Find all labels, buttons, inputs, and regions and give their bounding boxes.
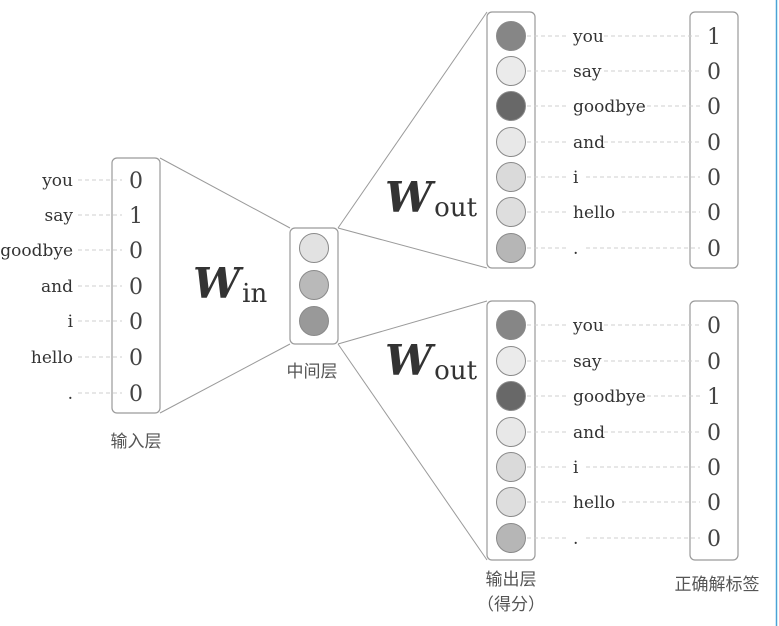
output-neuron xyxy=(496,21,526,51)
label-bottom-box xyxy=(689,300,739,561)
input-value: 0 xyxy=(129,169,143,194)
correct-label-value: 0 xyxy=(707,95,721,120)
output-word: say xyxy=(573,352,602,372)
connection-line xyxy=(337,11,488,229)
output-neuron xyxy=(496,452,526,482)
correct-label-value: 0 xyxy=(707,201,721,226)
input-layer-caption: 输入层 xyxy=(111,432,162,452)
input-word: you xyxy=(41,171,73,191)
output-word: hello xyxy=(573,203,615,223)
output-neuron xyxy=(496,56,526,86)
connection-line xyxy=(337,300,488,345)
hidden-neuron xyxy=(299,270,329,300)
label-top-box xyxy=(689,11,739,269)
input-word: i xyxy=(68,312,74,332)
output-neuron xyxy=(496,523,526,553)
w-out-top-label: Wout xyxy=(385,173,478,223)
connection-line xyxy=(159,343,291,414)
output-word: i xyxy=(573,458,579,478)
output-word: goodbye xyxy=(573,387,646,407)
correct-label-value: 0 xyxy=(707,237,721,262)
output-word: you xyxy=(572,27,604,47)
output-word: and xyxy=(573,133,605,153)
input-word: say xyxy=(45,206,74,226)
output-layer-bottom: you 0 say 0 goodbye 1 and 0 i 0 hello 0. 0 xyxy=(486,300,739,561)
correct-label-value: 0 xyxy=(707,456,721,481)
output-neuron xyxy=(496,346,526,376)
output-word: goodbye xyxy=(573,97,646,117)
connections xyxy=(159,11,488,561)
input-word: goodbye xyxy=(0,241,73,261)
output-word: i xyxy=(573,168,579,188)
output-neuron xyxy=(496,487,526,517)
w-in-sub: in xyxy=(242,279,267,309)
output-word: and xyxy=(573,423,605,443)
output-neuron xyxy=(496,127,526,157)
w-out-bottom-sub: out xyxy=(434,356,477,386)
hidden-neuron xyxy=(299,233,329,263)
input-value: 0 xyxy=(129,239,143,264)
input-word: hello xyxy=(31,348,73,368)
output-neuron xyxy=(496,381,526,411)
correct-label-value: 0 xyxy=(707,314,721,339)
connection-line xyxy=(337,227,488,269)
input-value: 1 xyxy=(129,204,143,229)
output-word: hello xyxy=(573,493,615,513)
output-word: say xyxy=(573,62,602,82)
correct-label-value: 0 xyxy=(707,350,721,375)
connection-line xyxy=(159,157,291,229)
output-neuron xyxy=(496,310,526,340)
correct-label-caption: 正确解标签 xyxy=(675,575,760,595)
output-neuron xyxy=(496,162,526,192)
correct-label-value: 1 xyxy=(707,385,721,410)
output-layer-score-caption: （得分） xyxy=(477,595,545,615)
output-word: . xyxy=(573,529,578,549)
hidden-layer-caption: 中间层 xyxy=(287,362,338,382)
correct-label-value: 0 xyxy=(707,166,721,191)
input-layer-box xyxy=(111,157,161,414)
output-layer-caption: 输出层 xyxy=(486,570,537,590)
input-value: 0 xyxy=(129,310,143,335)
output-neuron xyxy=(496,233,526,263)
w-out-bottom-main: W xyxy=(385,336,436,385)
connection-line xyxy=(337,343,488,561)
input-value: 0 xyxy=(129,382,143,407)
correct-label-value: 0 xyxy=(707,491,721,516)
input-layer: you 0 say 1 goodbye 0 and 0 i 0 hello 0. 0 输入层 xyxy=(0,157,162,452)
w-in-main: W xyxy=(193,259,244,308)
w-out-bottom-label: Wout xyxy=(385,336,478,386)
output-word: you xyxy=(572,316,604,336)
correct-label-value: 0 xyxy=(707,527,721,552)
output-neuron xyxy=(496,417,526,447)
output-layer-top: you 1 say 0 goodbye 0 and 0 i 0 hello 0. 0 xyxy=(486,11,739,269)
output-neuron xyxy=(496,91,526,121)
hidden-layer: 中间层 xyxy=(287,227,339,382)
w-out-top-sub: out xyxy=(434,193,477,223)
hidden-neuron xyxy=(299,306,329,336)
input-word: and xyxy=(41,277,73,297)
correct-label-value: 0 xyxy=(707,421,721,446)
input-value: 0 xyxy=(129,346,143,371)
output-neuron xyxy=(496,197,526,227)
input-word: . xyxy=(68,384,73,404)
correct-label-value: 1 xyxy=(707,25,721,50)
correct-label-value: 0 xyxy=(707,60,721,85)
correct-label-value: 0 xyxy=(707,131,721,156)
input-value: 0 xyxy=(129,275,143,300)
output-word: . xyxy=(573,239,578,259)
w-in-label: Win xyxy=(193,259,267,309)
w-out-top-main: W xyxy=(385,173,436,222)
